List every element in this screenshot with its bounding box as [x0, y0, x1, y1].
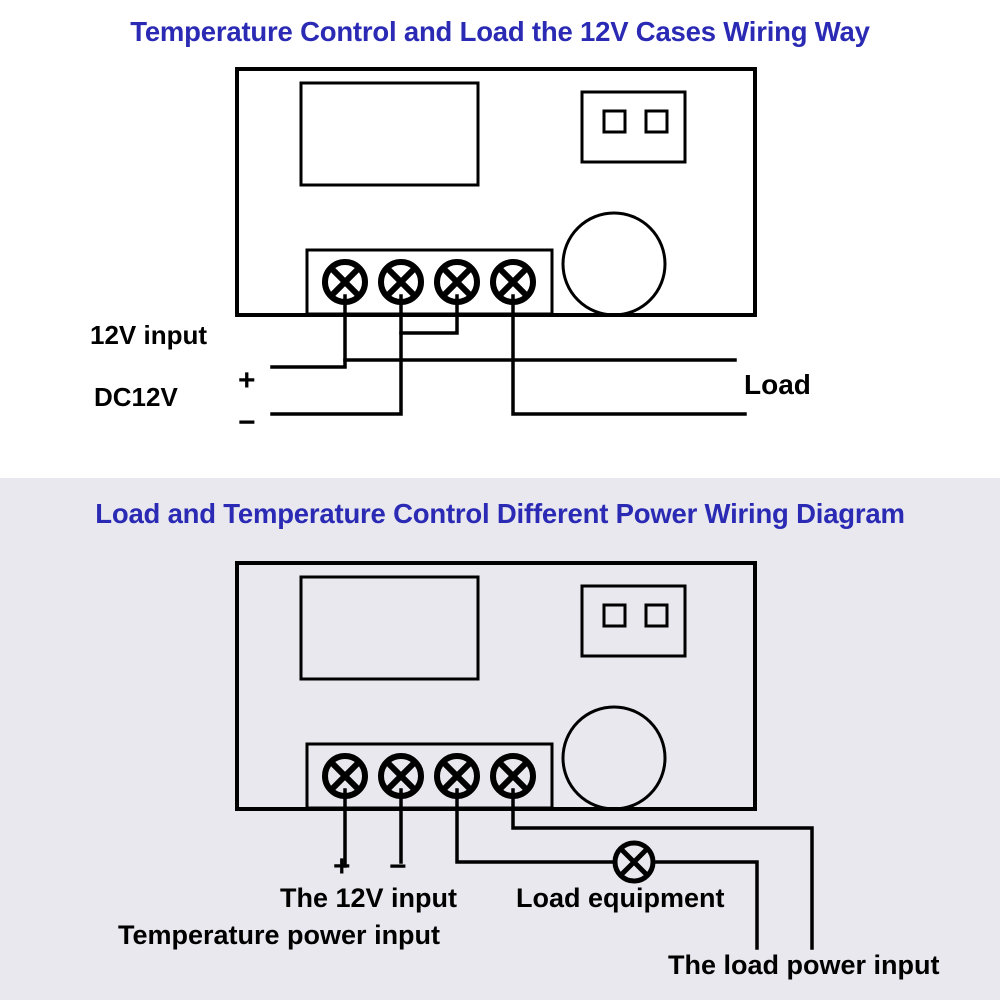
label-load-equipment: Load equipment [516, 883, 725, 913]
terminal-block-top [305, 248, 554, 316]
load-equipment-symbol [612, 840, 656, 884]
display-screen-top [299, 81, 480, 187]
label-plus-bottom: + [333, 850, 351, 883]
two-pin-connector-bottom [580, 584, 687, 658]
wire-terminal4-to-load-power [511, 788, 814, 950]
wire-terminal2-to-minus [270, 294, 403, 416]
connector-pin-right-bottom [644, 603, 669, 628]
round-knob-bottom [561, 705, 667, 811]
label-minus-bottom: − [389, 850, 407, 883]
label-temperature-power-input: Temperature power input [118, 920, 441, 950]
wires-top [270, 294, 747, 416]
wire-terminal3-to-terminal2 [399, 294, 459, 335]
bottom-diagram-title: Load and Temperature Control Different P… [95, 498, 905, 529]
wires-bottom [343, 788, 814, 950]
connector-pin-left-bottom [602, 603, 627, 628]
label-plus-top: + [238, 364, 256, 397]
label-load-power-input: The load power input [668, 950, 940, 980]
terminal-screws-bottom [322, 753, 536, 799]
label-load-top: Load [744, 369, 811, 400]
display-screen-bottom [299, 575, 480, 681]
label-12v-input-top: 12V input [90, 320, 208, 350]
wire-terminal3-to-load-equipment [455, 788, 759, 950]
round-knob-top [561, 211, 667, 317]
label-12v-input-bottom: The 12V input [280, 883, 458, 913]
wire-terminal1-to-plus [270, 294, 347, 369]
two-pin-connector-top [580, 90, 687, 164]
terminal-block-bottom [305, 742, 554, 810]
top-diagram-panel [0, 0, 1000, 478]
top-diagram-title: Temperature Control and Load the 12V Cas… [130, 16, 870, 47]
connector-pin-left-top [602, 109, 627, 134]
connector-pin-right-top [644, 109, 669, 134]
label-dc12v-top: DC12V [94, 382, 178, 412]
wire-terminal4-to-load [511, 294, 747, 416]
label-minus-top: − [238, 406, 256, 439]
